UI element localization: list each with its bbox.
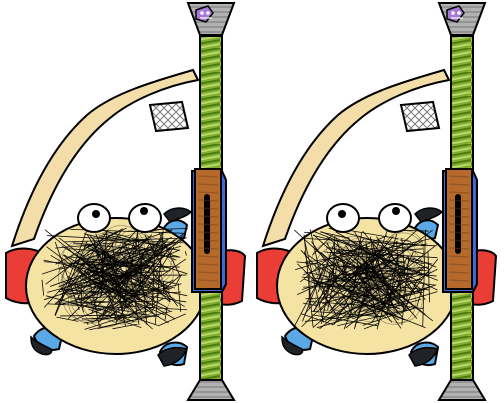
tail-arch xyxy=(10,68,200,248)
fuzzy-creature-icon xyxy=(293,227,440,330)
pole-bottom-cap xyxy=(437,379,487,401)
lower-claw xyxy=(157,346,189,367)
creature-frame-left xyxy=(5,2,247,401)
metal-cap-icon xyxy=(437,2,487,36)
monster-eye-left xyxy=(451,11,455,15)
left-claw xyxy=(281,335,304,356)
pole-slot xyxy=(455,194,461,254)
lower-claw xyxy=(408,346,440,367)
tail-arch xyxy=(261,68,451,248)
label-tag-icon xyxy=(148,100,190,133)
metal-cap-icon xyxy=(186,2,236,36)
upper-claw xyxy=(163,207,193,223)
label-tag-icon xyxy=(399,100,441,133)
upper-claw xyxy=(414,207,444,223)
creature-frame-right xyxy=(256,2,498,401)
right-eye xyxy=(378,203,412,233)
pole-bottom-cap xyxy=(186,379,236,401)
fuzzy-creature-icon xyxy=(41,225,189,331)
monster-eye-right xyxy=(206,11,210,15)
monster-eye-left xyxy=(200,11,204,15)
left-eye xyxy=(326,203,360,233)
left-pupil xyxy=(92,210,100,218)
right-pupil xyxy=(392,207,400,215)
left-pupil xyxy=(338,210,346,218)
left-eye xyxy=(77,203,111,233)
right-eye xyxy=(128,203,162,233)
left-claw xyxy=(30,335,53,356)
right-pupil xyxy=(140,207,148,215)
monster-eye-right xyxy=(457,11,461,15)
pole-slot xyxy=(204,194,210,254)
